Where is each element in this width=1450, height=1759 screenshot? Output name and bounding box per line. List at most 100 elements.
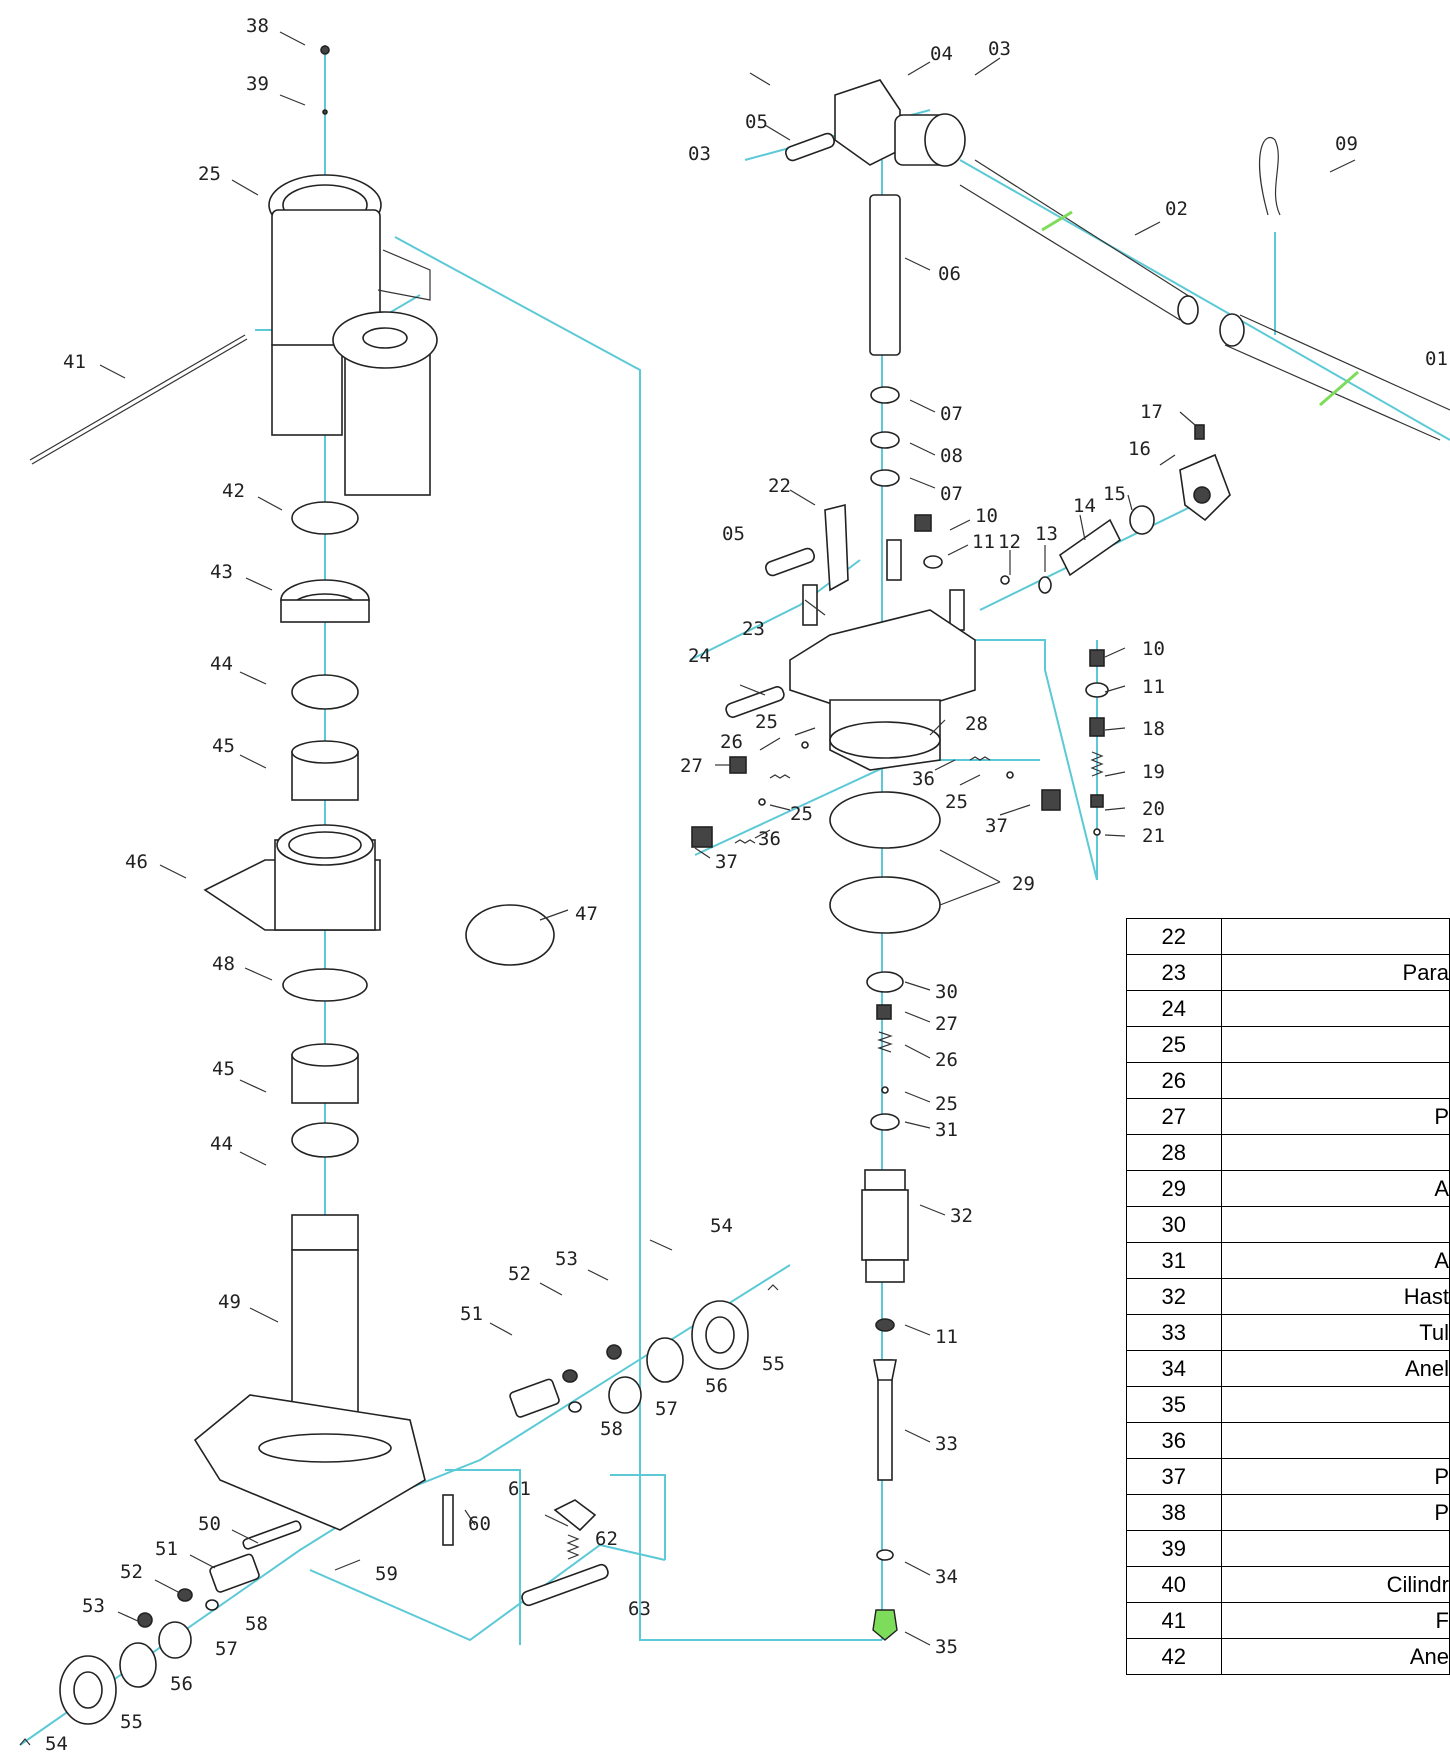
callout-14: 14 <box>1073 495 1096 517</box>
part-number-cell: 22 <box>1126 918 1222 955</box>
table-row: 28 <box>1126 1134 1450 1171</box>
callout-03: 03 <box>688 143 711 165</box>
callout-04: 04 <box>930 43 953 65</box>
callout-53: 53 <box>82 1595 105 1617</box>
callout-39: 39 <box>246 73 269 95</box>
part-description-cell: Hast <box>1220 1278 1450 1315</box>
callout-12: 12 <box>998 531 1021 553</box>
callout-06: 06 <box>938 263 961 285</box>
callout-11: 11 <box>935 1326 958 1348</box>
callout-30: 30 <box>935 981 958 1003</box>
callout-57: 57 <box>655 1398 678 1420</box>
part-number-cell: 25 <box>1126 1026 1222 1063</box>
table-row: 22 <box>1126 918 1450 955</box>
callout-34: 34 <box>935 1566 958 1588</box>
part-description-cell <box>1220 1386 1450 1423</box>
part-number-cell: 28 <box>1126 1134 1222 1171</box>
callout-56: 56 <box>705 1375 728 1397</box>
part-number-cell: 36 <box>1126 1422 1222 1459</box>
part-number-cell: 40 <box>1126 1566 1222 1603</box>
callout-52: 52 <box>508 1263 531 1285</box>
callout-27: 27 <box>680 755 703 777</box>
part-number-cell: 26 <box>1126 1062 1222 1099</box>
callout-44: 44 <box>210 653 233 675</box>
part-number-cell: 29 <box>1126 1170 1222 1207</box>
callout-21: 21 <box>1142 825 1165 847</box>
callout-26: 26 <box>720 731 743 753</box>
callout-07: 07 <box>940 483 963 505</box>
callout-37: 37 <box>985 815 1008 837</box>
callout-03: 03 <box>988 38 1011 60</box>
callout-22: 22 <box>768 475 791 497</box>
callout-16: 16 <box>1128 438 1151 460</box>
part-number-cell: 41 <box>1126 1602 1222 1639</box>
callout-51: 51 <box>460 1303 483 1325</box>
callout-25: 25 <box>790 803 813 825</box>
part-description-cell: Ane <box>1220 1638 1450 1675</box>
callout-50: 50 <box>198 1513 221 1535</box>
callout-33: 33 <box>935 1433 958 1455</box>
callout-44: 44 <box>210 1133 233 1155</box>
part-number-cell: 31 <box>1126 1242 1222 1279</box>
part-description-cell <box>1220 1422 1450 1459</box>
callout-56: 56 <box>170 1673 193 1695</box>
callout-26: 26 <box>935 1049 958 1071</box>
part-description-cell <box>1220 1062 1450 1099</box>
callout-10: 10 <box>1142 638 1165 660</box>
callout-20: 20 <box>1142 798 1165 820</box>
callout-09: 09 <box>1335 133 1358 155</box>
callout-37: 37 <box>715 851 738 873</box>
callout-11: 11 <box>1142 676 1165 698</box>
part-description-cell: Tul <box>1220 1314 1450 1351</box>
callout-46: 46 <box>125 851 148 873</box>
callout-45: 45 <box>212 735 235 757</box>
callout-27: 27 <box>935 1013 958 1035</box>
part-description-cell: A <box>1220 1170 1450 1207</box>
callout-31: 31 <box>935 1119 958 1141</box>
callout-25: 25 <box>755 711 778 733</box>
callout-29: 29 <box>1012 873 1035 895</box>
part-number-cell: 34 <box>1126 1350 1222 1387</box>
callout-52: 52 <box>120 1561 143 1583</box>
callout-08: 08 <box>940 445 963 467</box>
callout-49: 49 <box>218 1291 241 1313</box>
callout-43: 43 <box>210 561 233 583</box>
callout-54: 54 <box>710 1215 733 1237</box>
callout-labels: 38 39 25 41 42 43 44 45 46 47 48 45 44 4… <box>45 15 1448 1755</box>
part-description-cell <box>1220 990 1450 1027</box>
callout-23: 23 <box>742 618 765 640</box>
part-description-cell: Anel <box>1220 1350 1450 1387</box>
callout-48: 48 <box>212 953 235 975</box>
callout-05: 05 <box>745 111 768 133</box>
part-number-cell: 37 <box>1126 1458 1222 1495</box>
part-number-cell: 30 <box>1126 1206 1222 1243</box>
callout-62: 62 <box>595 1528 618 1550</box>
part-number-cell: 38 <box>1126 1494 1222 1531</box>
part-description-cell <box>1220 918 1450 955</box>
pump-assembly <box>691 79 1450 1641</box>
part-description-cell: P <box>1220 1098 1450 1135</box>
part-description-cell <box>1220 1530 1450 1567</box>
callout-13: 13 <box>1035 523 1058 545</box>
callout-47: 47 <box>575 903 598 925</box>
callout-25: 25 <box>198 163 221 185</box>
callout-38: 38 <box>246 15 269 37</box>
part-number-cell: 27 <box>1126 1098 1222 1135</box>
callout-45: 45 <box>212 1058 235 1080</box>
callout-25: 25 <box>935 1093 958 1115</box>
callout-15: 15 <box>1103 483 1126 505</box>
callout-57: 57 <box>215 1638 238 1660</box>
callout-10: 10 <box>975 505 998 527</box>
